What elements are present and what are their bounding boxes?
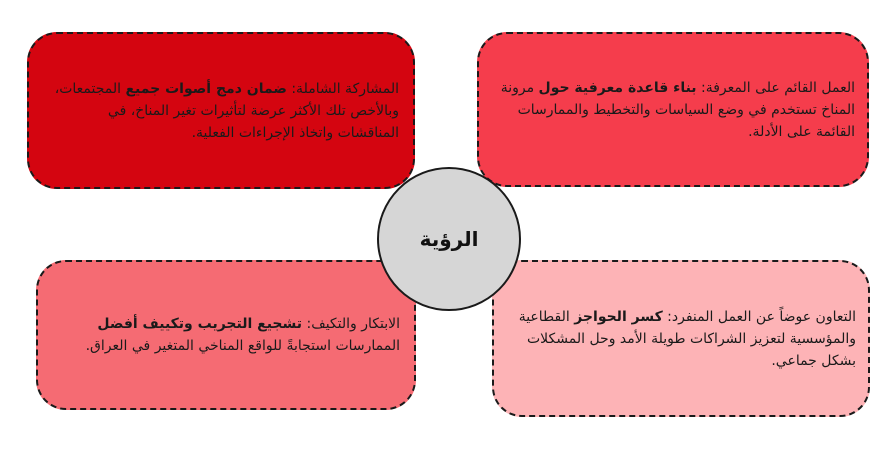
knowledge-based-action-text: العمل القائم على المعرفة: بناء قاعدة معر…	[495, 77, 855, 143]
inclusive-participation-body: المجتمعات، وبالأخص تلك الأكثر عرضة لتأثي…	[54, 80, 399, 141]
collaboration-body: القطاعية والمؤسسية لتعزيز الشراكات طويلة…	[518, 308, 856, 369]
innovation-adaptation-text: الابتكار والتكيف: تشجيع التجريب وتكييف أ…	[54, 313, 400, 357]
knowledge-based-action-lead: العمل القائم على المعرفة:	[696, 79, 855, 96]
knowledge-based-action-highlight: بناء قاعدة معرفية حول	[538, 79, 697, 96]
collaboration-highlight: كسر الحواجز	[574, 308, 663, 325]
inclusive-participation-text: المشاركة الشاملة: ضمان دمج أصوات جميع ال…	[45, 78, 399, 144]
knowledge-based-action-box: العمل القائم على المعرفة: بناء قاعدة معر…	[477, 32, 869, 187]
inclusive-participation-box: المشاركة الشاملة: ضمان دمج أصوات جميع ال…	[27, 32, 415, 189]
vision-circle: الرؤية	[377, 167, 521, 311]
innovation-adaptation-body: الممارسات استجابةً للواقع المناخي المتغي…	[85, 338, 400, 354]
collaboration-box: التعاون عوضاً عن العمل المنفرد: كسر الحو…	[492, 260, 870, 417]
collaboration-text: التعاون عوضاً عن العمل المنفرد: كسر الحو…	[508, 306, 856, 372]
collaboration-lead: التعاون عوضاً عن العمل المنفرد:	[662, 308, 856, 325]
knowledge-based-action-body: مرونة المناخ تستخدم في وضع السياسات والت…	[500, 79, 855, 140]
vision-label: الرؤية	[419, 227, 479, 251]
inclusive-participation-highlight: ضمان دمج أصوات جميع	[125, 80, 287, 97]
innovation-adaptation-lead: الابتكار والتكيف:	[302, 316, 400, 332]
innovation-adaptation-box: الابتكار والتكيف: تشجيع التجريب وتكييف أ…	[36, 260, 416, 410]
innovation-adaptation-highlight: تشجيع التجريب وتكييف أفضل	[97, 316, 303, 332]
inclusive-participation-lead: المشاركة الشاملة:	[286, 80, 399, 97]
